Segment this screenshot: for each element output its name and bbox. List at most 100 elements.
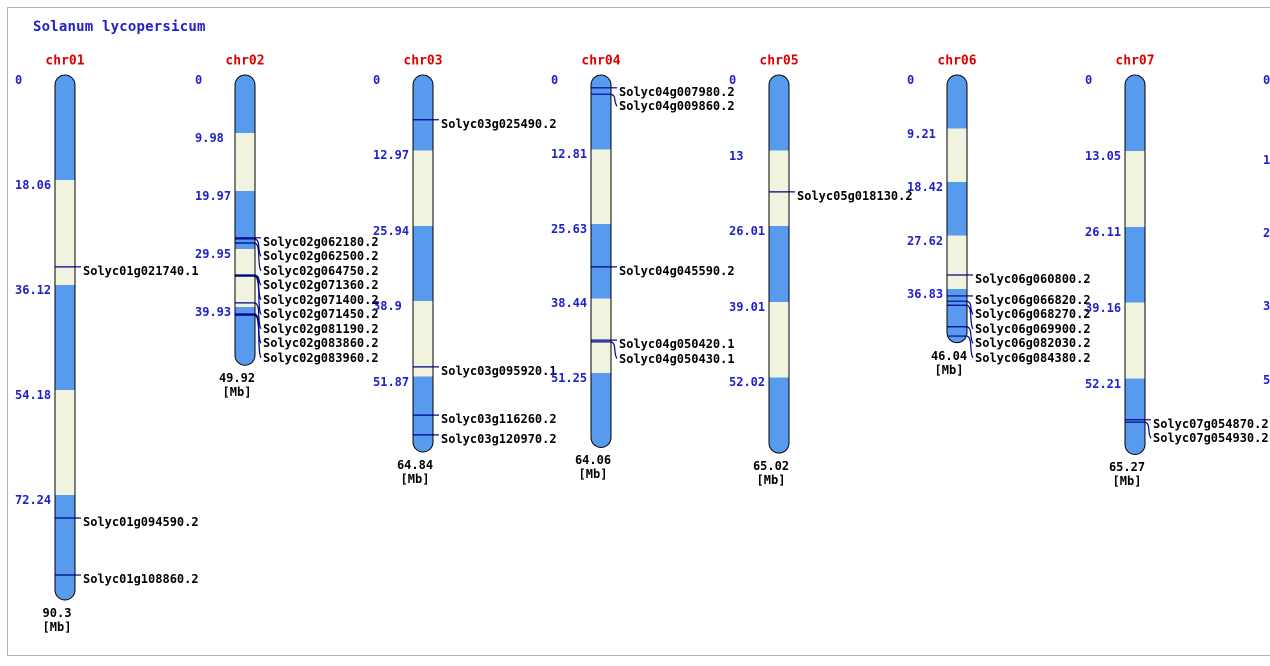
chromosome-chr04-body [591,75,611,448]
chromosome-chr05-body [769,75,789,454]
chr07-band [1125,226,1145,303]
chromosome-chr04-outline [590,74,612,448]
chr03-position-label: 25.94 [373,223,410,238]
chr02-gene-leader [254,314,262,359]
chr04-gene-label: Solyc04g050420.1 [619,337,735,352]
chr02-length-unit: [Mb] [222,385,252,400]
chr01-band [55,495,75,601]
chr04-band [591,372,611,448]
chr02-gene-leader [254,302,262,330]
chr03-position-label: 38.9 [373,299,402,314]
chr06-band [947,182,967,236]
chr04-gene-leader [610,93,618,107]
chr06-band [947,128,967,183]
chr04-gene-label: Solyc04g007980.2 [619,84,735,99]
chr06-position-label: 9.21 [907,126,936,141]
chr07-position-label: 0 [1085,73,1093,87]
chromosome-chr03-body [413,75,433,452]
chr01-position-label: 72.24 [15,493,52,507]
chromosome-chr02-body [235,75,255,366]
chr02-gene-leader [254,274,262,286]
chr04-position-label: 0 [551,73,559,87]
chromosome-chr02-outline [234,74,256,366]
chromosome-name-chr07: chr07 [1115,53,1155,69]
chr01-position-label: 0 [15,73,23,87]
truncated-chromosome-position-label: 5 [1263,373,1270,387]
truncated-chromosome-position-label: 0 [1263,73,1270,87]
chr01-length-unit: [Mb] [42,620,72,634]
chr05-position-label: 52.02 [729,375,766,390]
chr03-position-label: 51.87 [373,374,410,389]
chr06-gene-leader [966,326,974,344]
chr06-position-label: 0 [907,73,915,87]
chr02-position-label: 0 [195,73,203,87]
chr05-position-label: 39.01 [729,299,766,314]
chr03-band [413,150,433,226]
chromosome-chr06-outline [946,74,968,344]
chr05-position-label: 0 [729,73,737,87]
chr06-length-unit: [Mb] [934,362,964,377]
chr04-gene-label: Solyc04g050430.1 [619,351,735,366]
chr07-position-label: 13.05 [1085,148,1122,163]
chromosome-chr01-outline [54,74,76,601]
chr02-band [235,307,255,366]
chr02-gene-leader [254,242,262,272]
chr06-gene-label: Solyc06g069900.2 [975,321,1091,336]
chr01-position-label: 54.18 [15,388,52,402]
chr01-position-label: 36.12 [15,283,52,297]
chromosome-name-chr02: chr02 [225,53,265,69]
chr06-band [947,75,967,129]
chr04-gene-label: Solyc04g045590.2 [619,263,735,278]
chr03-gene-label: Solyc03g116260.2 [441,412,557,427]
chr07-band [1125,75,1145,151]
chromosome-name-chr04: chr04 [581,53,621,69]
chr03-length-unit: [Mb] [400,471,430,486]
chr02-band [235,133,255,192]
chr04-position-label: 12.81 [551,147,588,162]
chr07-position-label: 39.16 [1085,300,1122,315]
chromosome-name-chr06: chr06 [937,53,977,69]
chr03-band [413,301,433,377]
chromosome-name-chr05: chr05 [759,53,799,69]
chr03-gene-label: Solyc03g120970.2 [441,431,557,446]
chr05-gene-label: Solyc05g018130.2 [797,188,913,203]
chr06-gene-label: Solyc06g068270.2 [975,307,1091,322]
chr05-band [769,226,789,302]
chr03-band [413,75,433,151]
chr02-position-label: 9.98 [195,131,224,146]
chr02-gene-label: Solyc02g062500.2 [263,249,379,264]
chr02-gene-leader [254,238,262,257]
chr02-gene-label: Solyc02g083960.2 [263,350,379,365]
chr02-position-label: 19.97 [195,189,232,204]
chr01-band [55,75,75,181]
chr05-band [769,377,789,454]
chromosome-chr07-body [1125,75,1145,455]
chr07-position-label: 52.21 [1085,376,1122,391]
chr02-gene-label: Solyc02g081190.2 [263,321,379,336]
chr06-length-label: 46.04 [930,348,968,363]
truncated-chromosome-position-label: 3 [1263,299,1270,314]
chr04-length-label: 64.06 [574,453,612,468]
chr06-band [947,235,967,290]
chr03-position-label: 12.97 [373,148,410,163]
chr04-band [591,75,611,150]
chr07-length-label: 65.27 [1108,460,1146,475]
chr03-position-label: 0 [373,73,381,87]
chr03-length-label: 64.84 [396,457,434,472]
chr04-band [591,149,611,225]
chr04-position-label: 38.44 [551,296,588,311]
chromosome-chr07-outline [1124,74,1146,455]
chromosome-chr06-body [947,75,967,343]
chr05-length-unit: [Mb] [756,473,786,488]
chr02-band [235,191,255,250]
plot-frame [7,7,1270,656]
chr02-band [235,249,255,308]
chr02-gene-label: Solyc02g071400.2 [263,292,379,307]
chr07-band [1125,150,1145,227]
chr06-position-label: 27.62 [907,233,944,248]
chr04-gene-leader [610,341,618,359]
chr05-band [769,150,789,227]
chromosome-chr03-outline [412,74,434,453]
chr07-gene-label: Solyc07g054870.2 [1153,416,1269,431]
